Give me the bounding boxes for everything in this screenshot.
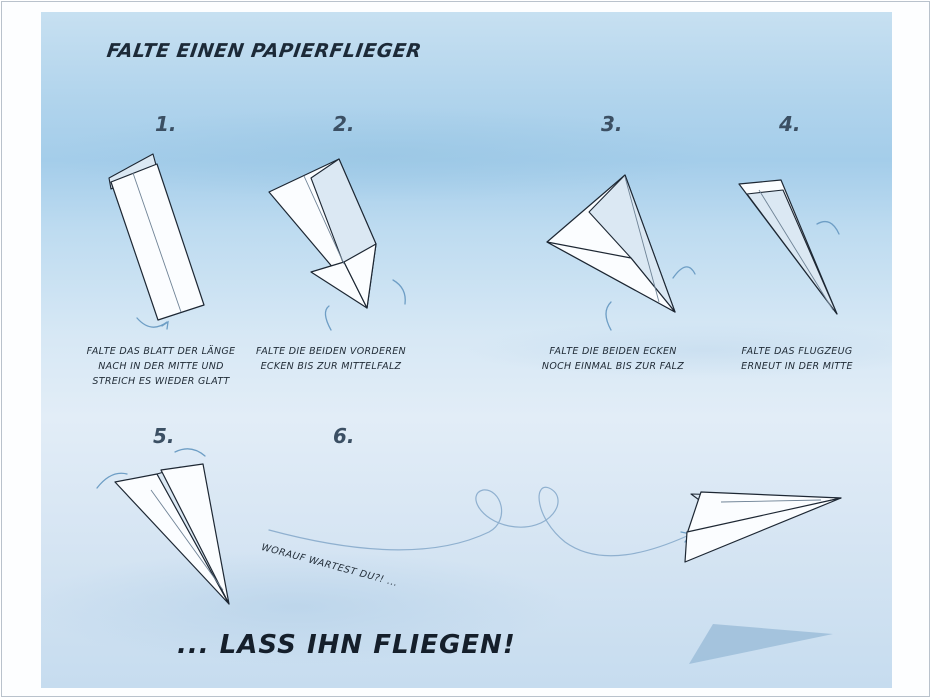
step-1-number: 1. (155, 112, 177, 136)
step-5-paper-illustration (96, 448, 230, 605)
step-6-number: 6. (333, 424, 355, 448)
instruction-poster: Falte einen Papierflieger 1. 2. 3. 4. 5.… (41, 12, 892, 688)
plane-shadow (689, 624, 833, 664)
step-1-caption: Falte das Blatt der Länge nach in der Mi… (86, 346, 236, 387)
step-2-number: 2. (333, 112, 355, 136)
step-3-caption: Falte die beiden Ecken noch einmal bis z… (541, 346, 685, 372)
step-4-caption: Falte das Flugzeug erneut in der Mitte (741, 346, 853, 372)
step-2-caption: Falte die beiden vorderen Ecken bis zur … (256, 346, 406, 372)
step-3-paper-illustration (546, 174, 696, 331)
step-4-paper-illustration (738, 179, 840, 315)
step-5-number: 5. (153, 424, 175, 448)
finale-text: ... lass ihn fliegen! (177, 630, 516, 660)
finished-plane-illustration (684, 491, 842, 563)
step-2-paper-illustration (268, 158, 406, 331)
step-1-paper-illustration (108, 153, 205, 330)
folding-illustrations (96, 153, 842, 664)
step-6-flight-path (268, 486, 693, 557)
step-4-number: 4. (779, 112, 801, 136)
step-3-number: 3. (601, 112, 623, 136)
